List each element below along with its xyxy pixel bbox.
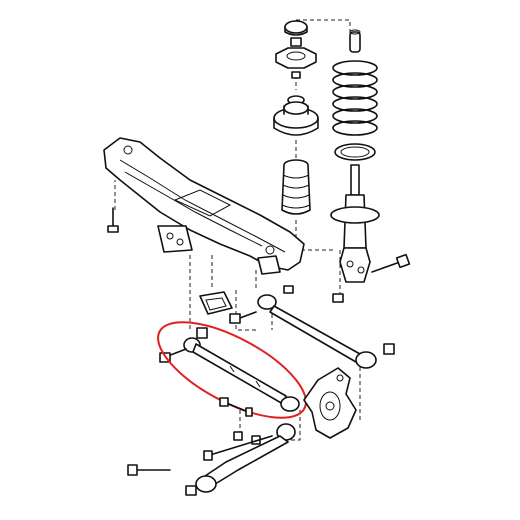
bump-stop: [349, 29, 361, 53]
strut-bolt-right: [371, 253, 411, 273]
strut-assembly: [330, 164, 380, 283]
spring-seat: [334, 143, 376, 161]
strut-mount: [273, 95, 319, 136]
knuckle-bolt: [219, 397, 253, 417]
bracket: [199, 291, 233, 315]
trailing-link-bolt: [127, 435, 273, 476]
washer: [233, 431, 261, 445]
coil-spring: [332, 60, 378, 136]
highlight-ellipse: [157, 321, 307, 419]
lower-link-nut: [196, 327, 208, 339]
lower-lateral-link: [183, 337, 300, 412]
upper-link-hardware: [283, 285, 294, 294]
dust-boot: [281, 159, 311, 215]
strut-mount-cap: [284, 20, 308, 36]
small-bolt: [291, 71, 301, 79]
upper-lateral-link: [257, 294, 377, 369]
upper-link-bolt: [229, 311, 257, 324]
crossmember-bolt: [107, 207, 119, 233]
knuckle: [303, 367, 357, 439]
trailing-link: [185, 423, 296, 496]
strut-nut-left: [332, 293, 344, 303]
upper-link-outer-nut: [383, 343, 395, 355]
rear-crossmember: [103, 137, 305, 275]
upper-mount-plate: [275, 47, 317, 69]
strut-nut: [290, 37, 302, 47]
